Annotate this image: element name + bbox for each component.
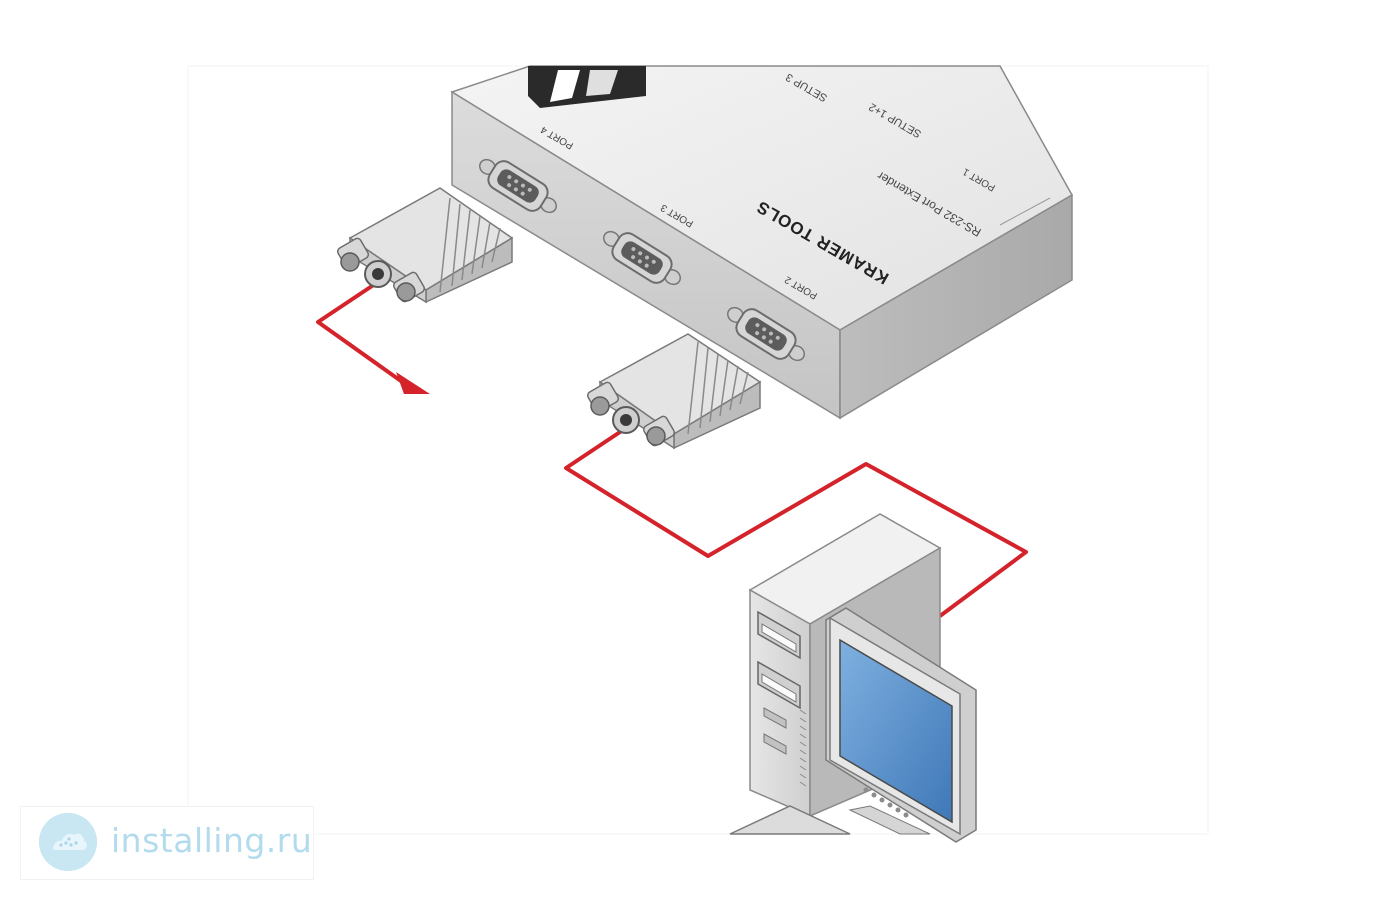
thumb-screw-left [586, 381, 620, 416]
keyboard [729, 805, 851, 835]
monitor-screen [839, 638, 953, 824]
thumb-screw-right [392, 271, 426, 303]
arrow-head-icon [396, 372, 430, 394]
globe-cloud-icon [39, 813, 97, 871]
db9-socket-port-4 [478, 158, 558, 214]
cable-to-port-4-output [316, 280, 410, 388]
db9-plug-left [336, 187, 514, 304]
device-side-face [839, 193, 1073, 420]
port-extender-device: SETUP 3 SETUP 1+2 RS-232 Port Extender K… [450, 65, 1074, 420]
watermark-text: installing.ru [111, 821, 313, 860]
thumb-screw-right [642, 415, 676, 447]
watermark: installing.ru [20, 806, 314, 880]
computer-icon [729, 513, 977, 843]
kramer-logo-icon [528, 66, 646, 108]
db9-socket-port-2 [726, 306, 806, 362]
db9-plug-right [586, 333, 762, 450]
cable-port-2-to-computer [564, 426, 1028, 618]
thumb-screw-left [336, 237, 370, 272]
pc-monitor [825, 607, 977, 843]
db9-socket-port-3 [602, 230, 682, 286]
